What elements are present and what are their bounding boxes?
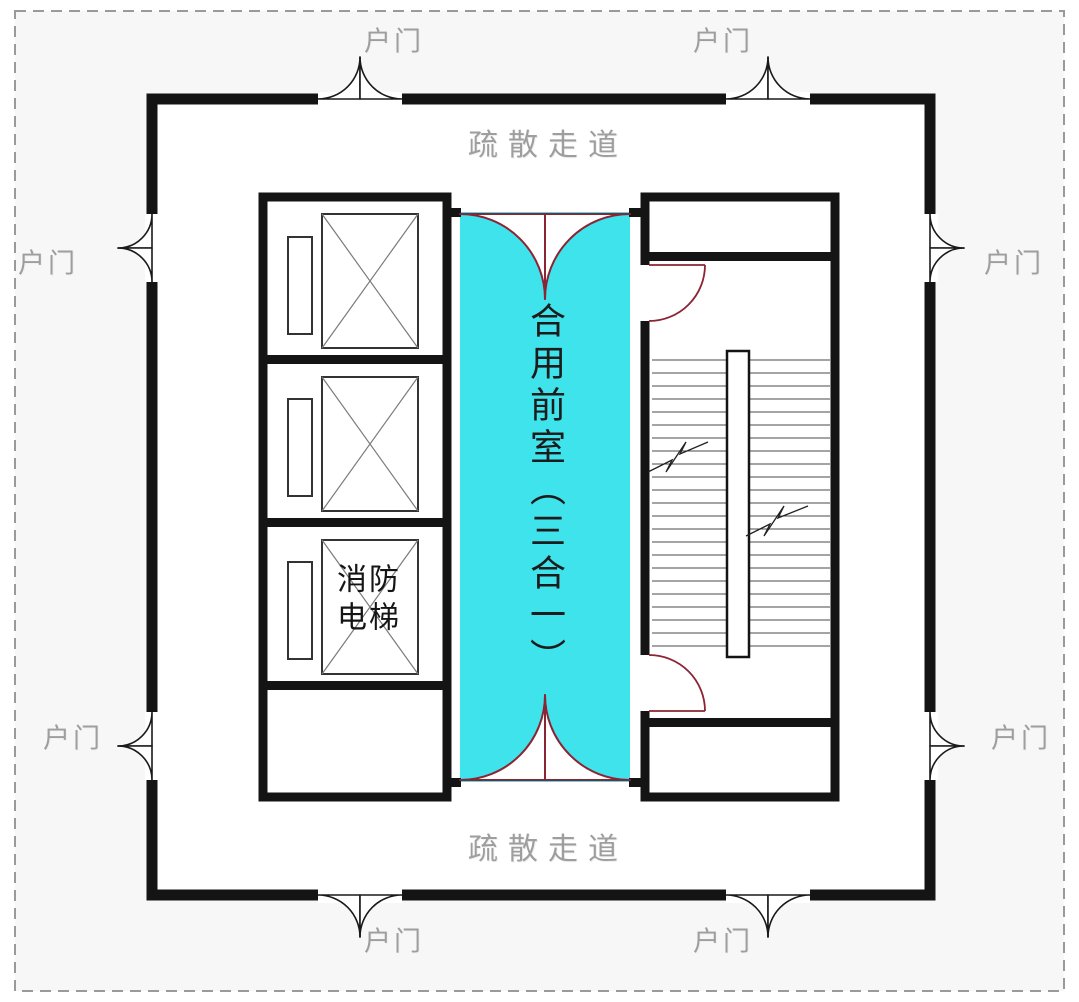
stair-doors	[648, 264, 706, 712]
entry-door-right-lower	[929, 711, 965, 781]
elevator-divider-wall	[262, 355, 448, 364]
door-leaf-icon	[929, 745, 965, 781]
entry-door-right-upper	[929, 213, 965, 283]
entry-door-top-left	[317, 56, 403, 100]
fire-elevator-label: 消防 电梯	[337, 562, 401, 637]
door-leaf-icon	[359, 894, 403, 938]
stair-break-line	[745, 505, 809, 537]
door-leaf-icon	[767, 56, 811, 100]
wall-stub	[629, 208, 641, 217]
fire-elevator-label-line2: 电梯	[337, 601, 401, 634]
stair-break-line	[647, 441, 709, 473]
entry-door-symbols	[117, 56, 965, 938]
wall-stub	[629, 778, 641, 787]
elevator-x-mark	[321, 376, 419, 512]
fire-elevator-label-line1: 消防	[337, 563, 401, 597]
unit-door-label: 户门	[991, 723, 1051, 754]
door-leaf-icon	[359, 56, 403, 100]
stair-stringer	[725, 349, 751, 659]
front-room-double-doors	[459, 213, 631, 781]
unit-door-label: 户门	[984, 248, 1044, 279]
elevator-x-mark	[321, 213, 419, 349]
door-leaf-icon	[544, 213, 631, 300]
counterweight	[287, 236, 313, 335]
elevator-divider-wall	[262, 518, 448, 527]
unit-door-label: 户门	[18, 248, 78, 279]
shared-front-room-area	[460, 212, 630, 782]
unit-door-label: 户门	[43, 723, 103, 754]
stair-door-opening	[638, 265, 652, 321]
unit-door-label: 户门	[364, 926, 424, 957]
counterweight	[287, 561, 313, 660]
entry-door-bottom-left	[317, 894, 403, 938]
elevator-shaft-1	[287, 213, 419, 349]
entry-door-left-lower	[117, 711, 153, 781]
elevator-divider-wall	[262, 681, 448, 690]
counterweight	[287, 398, 313, 497]
entry-door-left-upper	[117, 213, 153, 283]
door-leaf-icon	[544, 694, 631, 781]
door-swing-icon	[648, 264, 706, 322]
entry-door-bottom-right	[725, 894, 811, 938]
wall-stub	[449, 208, 461, 217]
door-leaf-icon	[767, 894, 811, 938]
wall-stub	[449, 778, 461, 787]
elevator-block	[258, 192, 452, 802]
evacuation-corridor-label-top: 疏散走道	[468, 129, 628, 162]
unit-door-label: 户门	[693, 926, 753, 957]
door-leaf-icon	[117, 247, 153, 283]
shared-front-room	[449, 208, 641, 787]
elevator-x-mark	[321, 539, 419, 675]
stair-door-opening	[638, 655, 652, 711]
evacuation-corridor-label-bottom: 疏散走道	[468, 833, 628, 866]
door-leaf-icon	[929, 247, 965, 283]
stair-bottom-room-wall	[649, 718, 831, 727]
stairwell-block	[638, 192, 840, 802]
elevator-shaft-2	[287, 376, 419, 512]
unit-door-label: 户门	[693, 26, 753, 57]
door-swing-icon	[648, 654, 706, 712]
unit-door-label: 户门	[364, 26, 424, 57]
shared-front-room-label: 合用前室（三合一）	[525, 302, 565, 680]
entry-door-top-right	[725, 56, 811, 100]
door-leaf-icon	[117, 745, 153, 781]
fire-elevator-shaft	[287, 539, 419, 675]
stair-top-room-wall	[649, 252, 831, 261]
